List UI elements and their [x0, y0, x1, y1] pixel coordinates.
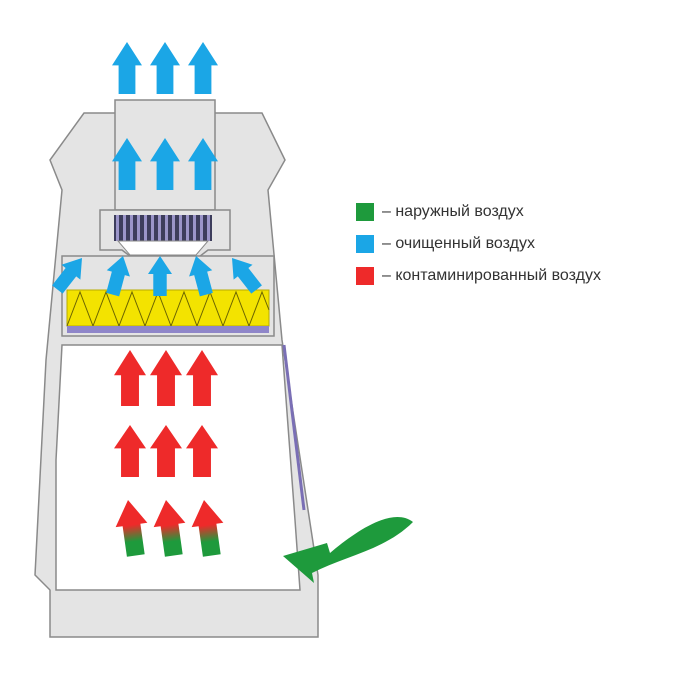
duct-arrow-1 — [112, 138, 142, 190]
fan-outlet — [116, 240, 210, 256]
legend-label-contaminated-air: – контаминированный воздух — [382, 267, 601, 284]
duct-arrow-2 — [150, 138, 180, 190]
exhaust-arrow-2 — [150, 42, 180, 94]
duct-airflow-arrows — [112, 138, 218, 190]
contaminated-arrow-upper-1 — [114, 350, 146, 406]
mixed-arrow-3 — [191, 500, 224, 557]
hepa-filter — [66, 289, 270, 327]
legend-label-filtered-air: – очищенный воздух — [382, 235, 535, 252]
fan-blower — [114, 215, 212, 241]
legend-item-filtered-air: – очищенный воздух — [356, 235, 601, 253]
filter-arrow-5 — [232, 258, 262, 294]
filter-arrow-3 — [148, 256, 172, 296]
legend-swatch-green — [356, 203, 374, 221]
contaminated-arrow-upper-3 — [186, 350, 218, 406]
legend-swatch-red — [356, 267, 374, 285]
exhaust-arrow-3 — [188, 42, 218, 94]
outside-air-inflow-arrow — [283, 517, 413, 583]
filter-base-plate — [67, 326, 269, 333]
legend: – наружный воздух – очищенный воздух – к… — [356, 203, 601, 299]
contaminated-airflow-arrows-upper — [114, 350, 218, 406]
mixed-airflow-arrows — [115, 500, 224, 557]
mixed-arrow-1 — [115, 500, 148, 557]
legend-label-outside-air: – наружный воздух — [382, 203, 524, 220]
exhaust-arrow-1 — [112, 42, 142, 94]
legend-item-outside-air: – наружный воздух — [356, 203, 601, 221]
work-area — [55, 344, 301, 591]
glass-sash — [282, 344, 306, 511]
filter-outflow-arrows — [52, 256, 262, 297]
exhaust-airflow-arrows — [112, 42, 218, 94]
contaminated-arrow-upper-2 — [150, 350, 182, 406]
duct-arrow-3 — [188, 138, 218, 190]
filter-arrow-1 — [52, 258, 82, 294]
contaminated-arrow-lower-2 — [150, 425, 182, 477]
legend-swatch-blue — [356, 235, 374, 253]
mixed-arrow-2 — [153, 500, 186, 557]
filter-arrow-2 — [106, 256, 130, 297]
contaminated-arrow-lower-1 — [114, 425, 146, 477]
legend-item-contaminated-air: – контаминированный воздух — [356, 267, 601, 285]
contaminated-airflow-arrows-lower — [114, 425, 218, 477]
contaminated-arrow-lower-3 — [186, 425, 218, 477]
filter-arrow-4 — [189, 256, 213, 297]
